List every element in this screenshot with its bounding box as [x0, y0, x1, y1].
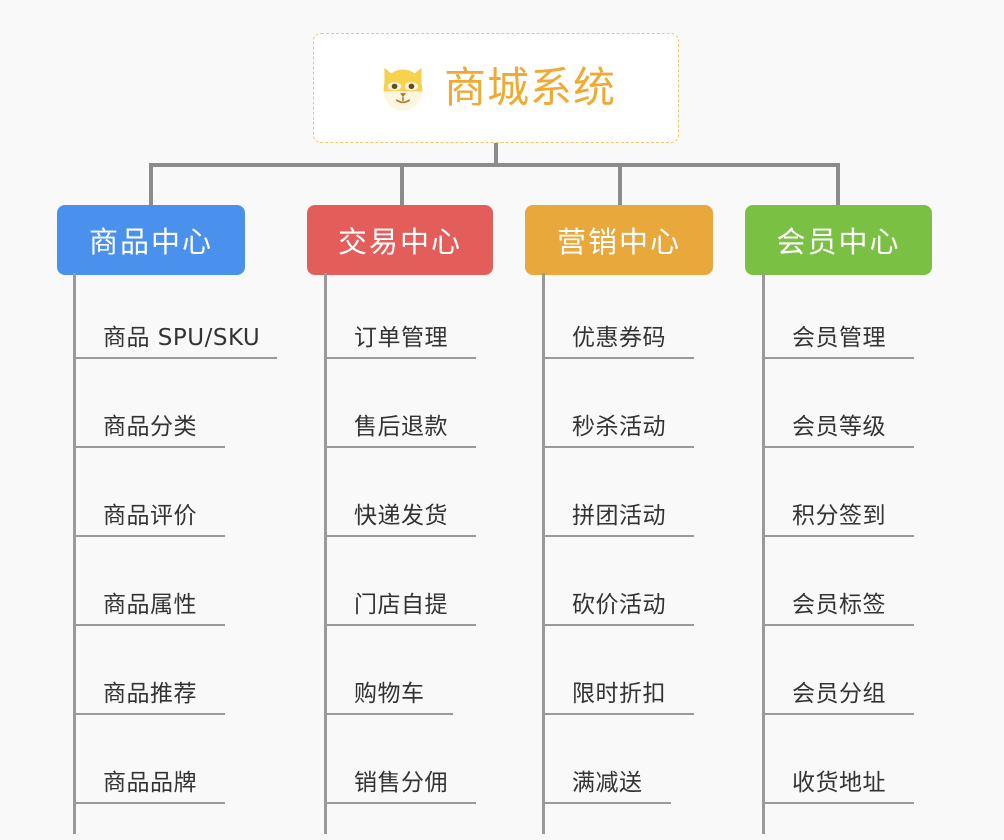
- shiba-dog-face-icon: [383, 67, 423, 111]
- leaf-underline: [73, 357, 277, 359]
- leaf-label: 商品推荐: [103, 681, 197, 707]
- leaf-label: 售后退款: [354, 414, 448, 440]
- leaf-label: 快递发货: [354, 503, 448, 529]
- leaf-label: 订单管理: [354, 325, 448, 351]
- connector-drop-member: [836, 163, 840, 207]
- leaf-underline: [324, 357, 476, 359]
- leaf-underline: [542, 535, 694, 537]
- leaf-underline: [762, 357, 914, 359]
- leaf-underline: [73, 535, 225, 537]
- leaf-label: 砍价活动: [572, 592, 666, 618]
- leaf-underline: [762, 802, 914, 804]
- leaf-underline: [324, 535, 476, 537]
- leaf-label: 商品评价: [103, 503, 197, 529]
- branch-spine-member: [762, 273, 765, 834]
- leaf-underline: [762, 535, 914, 537]
- leaf-underline: [542, 713, 694, 715]
- connector-drop-marketing: [618, 163, 622, 207]
- leaf-underline: [324, 624, 476, 626]
- leaf-label: 限时折扣: [572, 681, 666, 707]
- leaf-underline: [762, 713, 914, 715]
- leaf-label: 商品属性: [103, 592, 197, 618]
- leaf-underline: [542, 357, 694, 359]
- leaf-underline: [542, 446, 694, 448]
- leaf-label: 商品分类: [103, 414, 197, 440]
- category-box-marketing[interactable]: 营销中心: [525, 205, 713, 275]
- leaf-underline: [324, 446, 476, 448]
- leaf-underline: [762, 624, 914, 626]
- branch-spine-product: [73, 273, 76, 834]
- leaf-label: 销售分佣: [354, 770, 448, 796]
- leaf-underline: [73, 802, 225, 804]
- leaf-label: 会员管理: [792, 325, 886, 351]
- leaf-underline: [542, 624, 694, 626]
- leaf-label: 拼团活动: [572, 503, 666, 529]
- leaf-label: 购物车: [354, 681, 425, 707]
- leaf-underline: [324, 802, 476, 804]
- leaf-label: 门店自提: [354, 592, 448, 618]
- leaf-underline: [762, 446, 914, 448]
- root-node[interactable]: 商城系统: [313, 33, 679, 143]
- category-label-member: 会员中心: [776, 225, 901, 259]
- category-box-product[interactable]: 商品中心: [57, 205, 245, 275]
- leaf-label: 收货地址: [792, 770, 886, 796]
- branch-spine-marketing: [542, 273, 545, 834]
- leaf-label: 优惠券码: [572, 325, 666, 351]
- category-box-trade[interactable]: 交易中心: [307, 205, 493, 275]
- connector-horizontal-bus: [149, 163, 840, 167]
- category-label-trade: 交易中心: [337, 225, 462, 259]
- leaf-underline: [542, 802, 671, 804]
- leaf-label: 商品品牌: [103, 770, 197, 796]
- connector-root-stem: [494, 143, 498, 165]
- leaf-label: 会员标签: [792, 592, 886, 618]
- connector-drop-trade: [400, 163, 404, 207]
- branch-spine-trade: [324, 273, 327, 834]
- category-label-marketing: 营销中心: [556, 225, 681, 259]
- leaf-label: 满减送: [572, 770, 643, 796]
- leaf-underline: [73, 624, 225, 626]
- category-box-member[interactable]: 会员中心: [745, 205, 932, 275]
- leaf-underline: [73, 713, 225, 715]
- leaf-label: 积分签到: [792, 503, 886, 529]
- leaf-label: 商品 SPU/SKU: [103, 325, 261, 351]
- leaf-label: 会员分组: [792, 681, 886, 707]
- connector-drop-product: [149, 163, 153, 207]
- leaf-underline: [73, 446, 225, 448]
- root-title: 商城系统: [443, 63, 616, 112]
- leaf-label: 会员等级: [792, 414, 886, 440]
- leaf-underline: [324, 713, 453, 715]
- category-label-product: 商品中心: [88, 225, 213, 259]
- leaf-label: 秒杀活动: [572, 414, 666, 440]
